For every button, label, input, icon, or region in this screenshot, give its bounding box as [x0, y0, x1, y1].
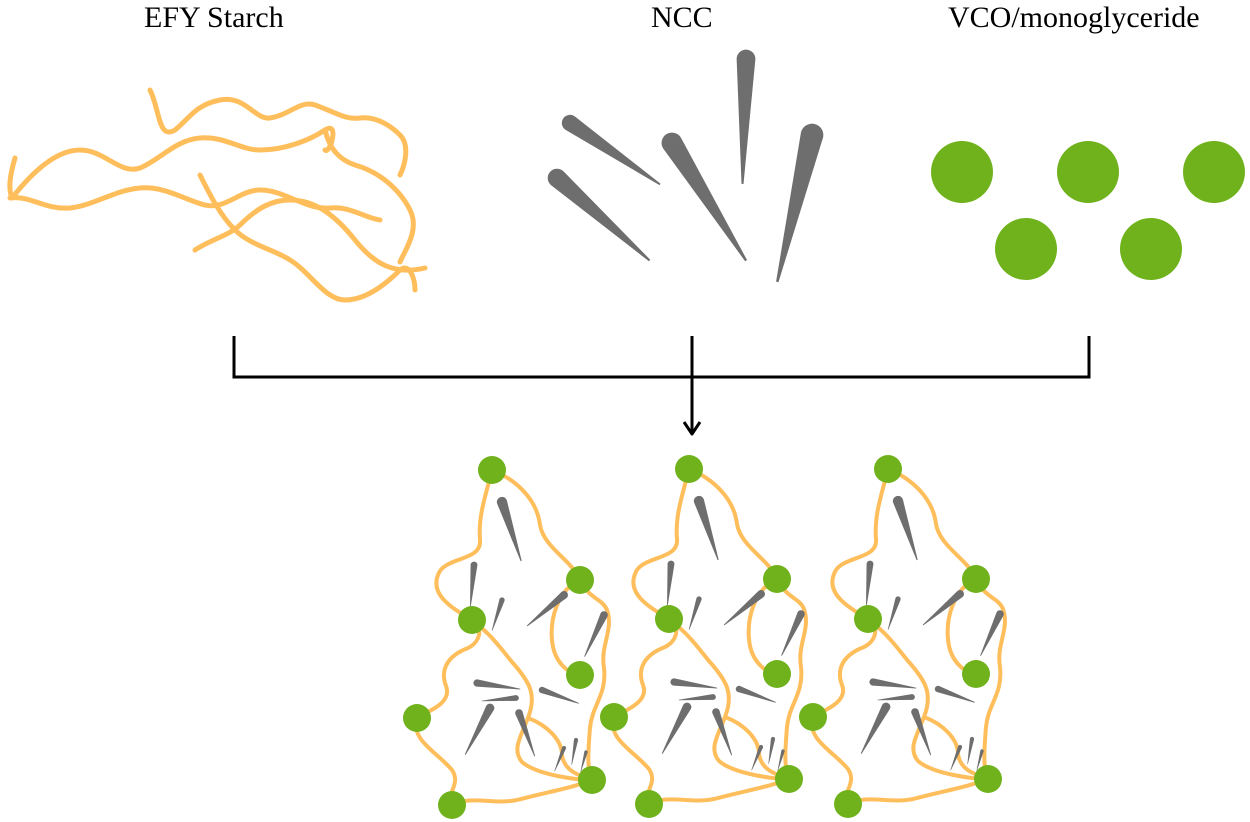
- ncc-label: NCC: [651, 1, 713, 34]
- starch-label: EFY Starch: [144, 1, 284, 34]
- mixing-connector: [232, 336, 1091, 436]
- vco-droplets-icon: [931, 141, 1245, 280]
- ncc-rods-icon: [543, 49, 826, 285]
- vco-label: VCO/monoglyceride: [948, 1, 1200, 34]
- composite-network-icon: [403, 455, 1005, 819]
- starch-chains-icon: [7, 87, 428, 303]
